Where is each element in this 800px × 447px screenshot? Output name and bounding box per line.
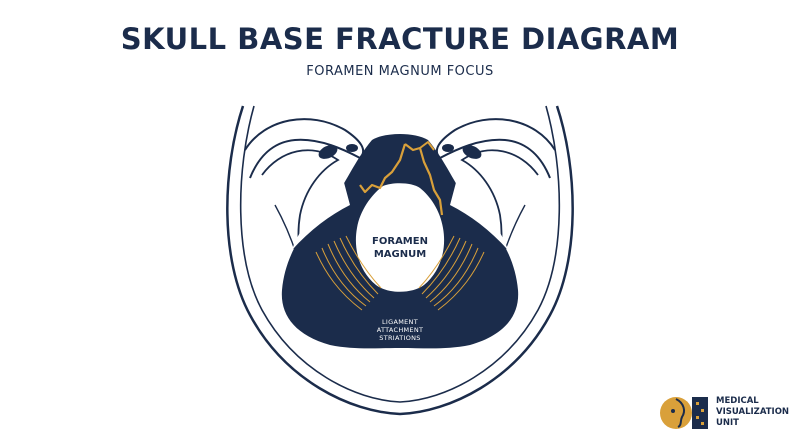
left-hypoglossal-canal bbox=[346, 144, 358, 152]
striation-label-line2: ATTACHMENT bbox=[377, 326, 424, 334]
fracture-line-branch bbox=[419, 141, 435, 151]
fracture-line-right bbox=[404, 143, 444, 216]
foramen-label-line1: FORAMEN bbox=[372, 236, 428, 247]
logo: MEDICAL VISUALIZATION UNIT bbox=[658, 393, 798, 433]
skull-outer-outline bbox=[226, 105, 574, 416]
logo-line1: MEDICAL bbox=[716, 396, 759, 406]
striation-label-line1: LIGAMENT bbox=[382, 318, 418, 326]
left-jugular-foramen bbox=[318, 145, 338, 159]
foramen-label-line2: MAGNUM bbox=[374, 249, 426, 260]
left-petrous-ridge bbox=[244, 118, 365, 179]
right-jugular-foramen bbox=[462, 145, 482, 159]
right-condyle bbox=[450, 175, 508, 250]
fracture-line-left bbox=[359, 143, 407, 194]
logo-text: MEDICAL VISUALIZATION UNIT bbox=[716, 396, 789, 429]
logo-line2: VISUALIZATION bbox=[716, 407, 790, 417]
right-petrous-ridge bbox=[435, 118, 556, 179]
right-hypoglossal-canal bbox=[442, 144, 454, 152]
left-striations bbox=[315, 235, 382, 311]
striation-label-line3: STRIATIONS bbox=[379, 334, 420, 342]
logo-emblem-icon bbox=[660, 397, 708, 429]
foramen-magnum bbox=[355, 183, 445, 292]
page-subtitle: FORAMEN MAGNUM FOCUS bbox=[306, 64, 494, 79]
logo-line3: UNIT bbox=[716, 418, 739, 428]
page-title: SKULL BASE FRACTURE DIAGRAM bbox=[120, 22, 680, 56]
left-condyle bbox=[292, 175, 350, 250]
right-striations bbox=[418, 235, 485, 311]
skull-inner-outline bbox=[239, 105, 561, 403]
